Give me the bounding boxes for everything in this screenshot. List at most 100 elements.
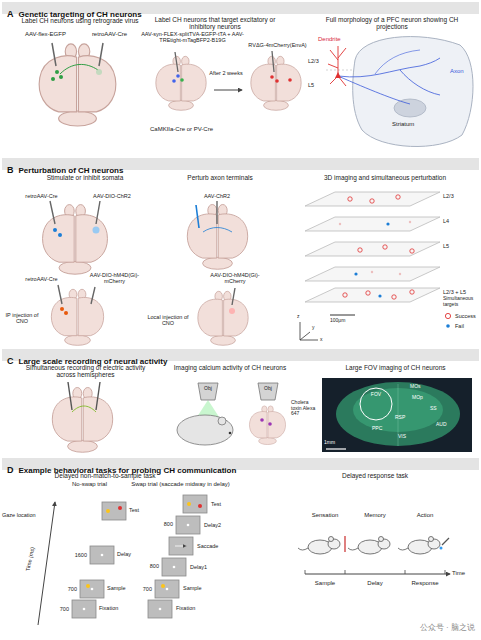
annotation-label: FOV	[366, 392, 386, 398]
annotation-label: 公众号 · 脑之说	[370, 624, 475, 633]
trial-screens	[187, 524, 190, 527]
annotation-label: Sample	[183, 585, 208, 591]
annotation-label: Sample	[305, 580, 345, 587]
imaging-planes	[300, 340, 318, 341]
brain-a1	[52, 43, 56, 66]
trial-screens	[173, 566, 176, 569]
legend-symbol	[446, 324, 450, 328]
calcium-imaging	[260, 418, 264, 422]
trial-screens	[86, 502, 191, 588]
brain-b1	[64, 311, 68, 315]
trial-screens	[176, 516, 200, 534]
annotation-label: 1600	[65, 552, 87, 558]
neuron-morphology	[328, 46, 346, 86]
brain-a2	[176, 74, 180, 78]
annotation-label: x	[320, 337, 328, 343]
trial-screens	[198, 504, 202, 508]
imaging-planes	[354, 222, 389, 297]
neuron-morphology	[353, 37, 473, 147]
annotation-label: Delay2	[204, 522, 229, 528]
imaging-planes	[305, 242, 440, 256]
mouse-icons	[305, 570, 445, 574]
annotation-label: Time (ms)	[23, 539, 37, 579]
brain-b2	[198, 291, 248, 345]
recording-brain	[52, 387, 112, 452]
trial-screens	[90, 546, 114, 564]
trial-screens	[38, 502, 55, 625]
mouse-icons	[440, 547, 443, 550]
annotation-label: Label CH neurons using retrograde virus	[20, 17, 140, 24]
trial-screens	[102, 502, 126, 520]
annotation-label: MOp	[412, 395, 432, 401]
annotation-label: Saccade	[197, 543, 227, 549]
imaging-planes	[409, 221, 411, 223]
annotation-label: z	[297, 314, 305, 320]
legend-text: Success	[455, 313, 476, 320]
trial-screens	[72, 600, 96, 618]
annotation-label: SS	[430, 406, 450, 412]
calcium-imaging	[218, 417, 226, 425]
brain-a2	[175, 52, 178, 72]
annotation-label: Sensation	[305, 512, 345, 519]
annotation-label: Sample	[107, 585, 132, 591]
annotation-label: Response	[405, 580, 445, 587]
brain-a1	[99, 43, 103, 66]
trial-screens	[166, 588, 169, 591]
annotation-label: retroAAV-Cre	[82, 31, 137, 38]
brain-a2	[272, 51, 274, 72]
imaging-planes	[348, 197, 352, 201]
imaging-planes	[339, 223, 341, 225]
brain-b1	[91, 287, 95, 304]
recording-brain	[52, 382, 112, 452]
annotation-label: Swap trial (saccade midway in delay)	[118, 481, 243, 488]
mouse-icons	[442, 538, 449, 545]
panel-header-band: CLarge scale recording of neural activit…	[2, 349, 479, 361]
annotation-label: Time	[452, 570, 477, 577]
annotation-label: retroAAV-Cre	[14, 276, 69, 282]
trial-screens	[175, 546, 186, 547]
brain-a1	[51, 77, 55, 81]
imaging-planes	[378, 294, 381, 297]
brain-b1	[96, 201, 100, 224]
panel-letter: A	[7, 9, 14, 19]
annotation-label: Simultaneous recording of electric activ…	[18, 364, 153, 378]
calcium-imaging	[258, 383, 278, 400]
imaging-planes	[354, 272, 357, 275]
neuron-morphology	[400, 70, 440, 95]
imaging-planes	[383, 245, 387, 249]
imaging-planes	[371, 271, 373, 273]
mouse-icons	[344, 536, 345, 552]
brain-b1	[60, 307, 64, 311]
imaging-planes	[370, 199, 374, 203]
annotation-label: L5	[308, 82, 328, 88]
annotation-label: Large FOV imaging of CH neurons	[318, 364, 473, 371]
trial-screens	[187, 502, 191, 506]
calcium-imaging	[198, 383, 218, 400]
trial-screens	[159, 608, 162, 611]
brain-b2	[216, 201, 217, 224]
annotation-label: Axon	[450, 68, 478, 75]
annotation-label: PPC	[372, 426, 392, 432]
imaging-planes	[410, 290, 414, 294]
annotation-label: RVΔG-4mCherry(EnvA)	[240, 42, 315, 48]
imaging-planes	[300, 192, 440, 340]
fov-image	[322, 378, 472, 452]
annotation-label: L4	[443, 218, 473, 224]
trial-screens	[162, 558, 186, 576]
calcium-imaging	[229, 432, 232, 435]
brain-b2	[232, 288, 235, 305]
annotation-label: retroAAV-Cre	[14, 193, 69, 199]
brain-a1	[60, 64, 98, 74]
annotation-label: Obj	[198, 386, 218, 392]
annotation-label: y	[312, 325, 320, 331]
panel-letter: C	[7, 356, 14, 366]
panel-header-band: AGenetic targeting of CH neurons	[2, 2, 479, 14]
legend: SuccessFail	[444, 312, 476, 332]
brain-b1	[53, 228, 57, 232]
legend-symbol	[445, 313, 450, 318]
brain-b1	[50, 201, 55, 224]
annotation-label: Simultaneous targets	[443, 296, 479, 307]
trial-screens	[101, 554, 104, 557]
trial-screens	[169, 537, 193, 555]
